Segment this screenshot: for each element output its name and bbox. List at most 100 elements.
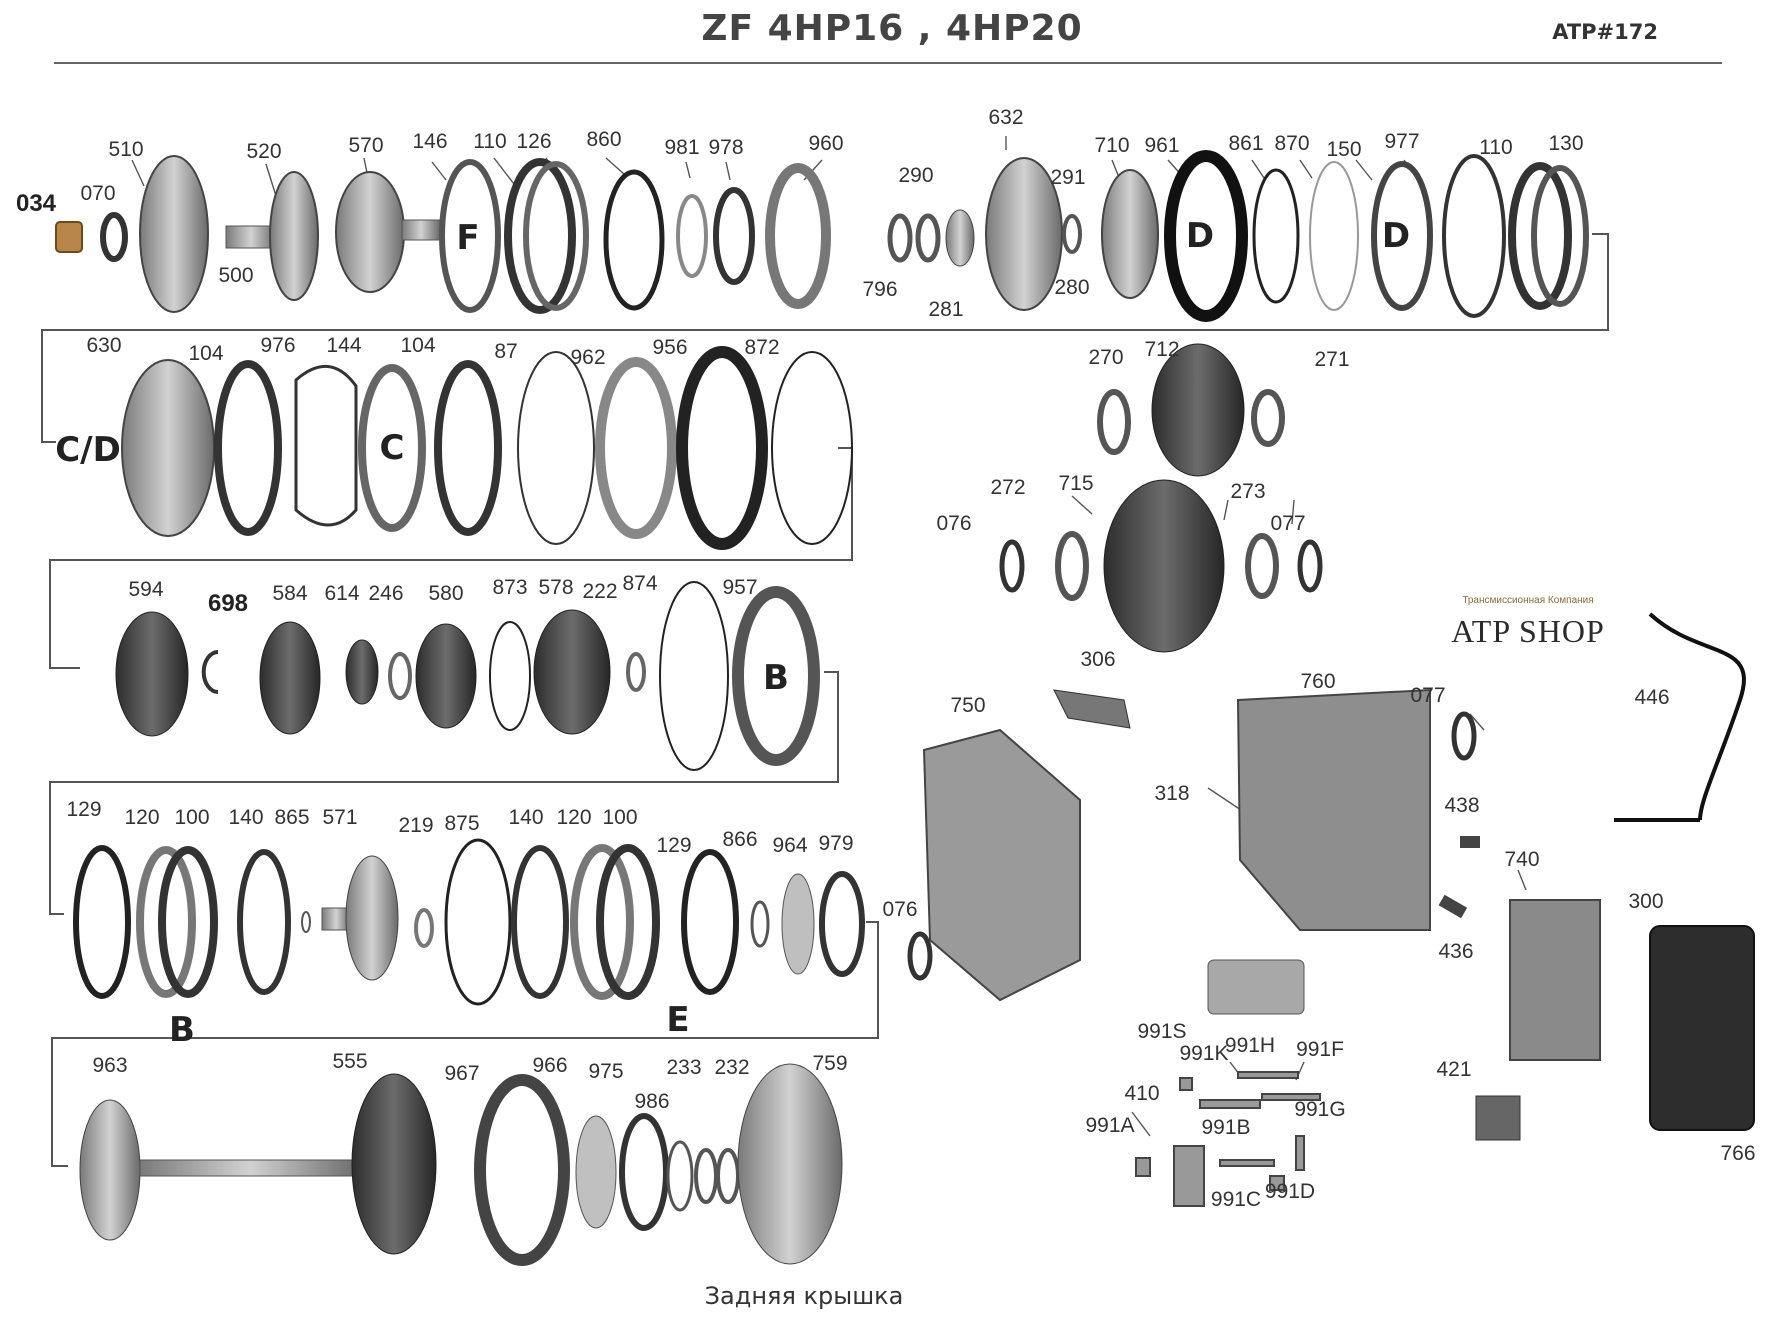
ring-986 <box>666 1140 694 1212</box>
part-label: 967 <box>444 1062 480 1085</box>
part-label: 076 <box>882 898 918 921</box>
cover-759 <box>737 1063 843 1265</box>
washer-246 <box>388 652 412 700</box>
part-label: 570 <box>348 134 384 157</box>
part-label: 120 <box>124 806 160 829</box>
part-label: 796 <box>862 278 898 301</box>
part-label: 962 <box>570 346 606 369</box>
part-label: 740 <box>1504 848 1540 871</box>
part-label: 875 <box>444 812 480 835</box>
pump-510 <box>139 155 209 313</box>
ring-860 <box>603 169 665 311</box>
part-label: 129 <box>656 834 692 857</box>
part-label: 865 <box>274 806 310 829</box>
cage-967 <box>474 1074 570 1266</box>
spring-976 <box>294 364 358 527</box>
part-label: 860 <box>586 128 622 151</box>
part-label: 960 <box>808 132 844 155</box>
part-label: 870 <box>1274 132 1310 155</box>
part-label: 421 <box>1436 1058 1472 1081</box>
shaft-555 <box>139 1159 361 1177</box>
part-label: 232 <box>714 1056 750 1079</box>
part-label: 076 <box>936 512 972 535</box>
part-label: 104 <box>188 342 224 365</box>
ring-865 <box>301 911 311 933</box>
spring-978 <box>713 187 755 285</box>
part-label: 104 <box>400 334 436 357</box>
sensor-436 <box>1438 894 1468 919</box>
logo-top-text: Трансмиссионная Компания <box>1462 595 1594 606</box>
plate-120b <box>570 844 634 1000</box>
part-label: 957 <box>722 576 758 599</box>
drum-555 <box>351 1073 437 1255</box>
clutch-letter: B <box>169 1010 195 1050</box>
part-label: 979 <box>818 832 854 855</box>
part-label: 126 <box>516 130 552 153</box>
seal-070 <box>100 212 128 262</box>
ring-874 <box>659 581 729 771</box>
plate-130 <box>1531 165 1589 307</box>
part-label: 110 <box>1479 136 1513 159</box>
plate-150 <box>1371 161 1433 311</box>
part-label: 866 <box>722 828 758 851</box>
part-label: 410 <box>1124 1082 1160 1105</box>
clutch-letter: F <box>456 218 480 258</box>
rear-cover-caption: Задняя крышка <box>704 1282 904 1310</box>
drum-570 <box>335 171 405 293</box>
part-label: 991S <box>1137 1020 1187 1043</box>
part-label: 873 <box>492 576 528 599</box>
title-divider <box>54 62 1722 64</box>
clutch-letter: C/D <box>55 430 121 470</box>
plate-110b <box>1508 162 1572 310</box>
part-label: 130 <box>1548 132 1584 155</box>
part-label: 991F <box>1296 1038 1344 1061</box>
clutch-letter: B <box>763 658 789 698</box>
bearing-271 <box>1251 389 1285 447</box>
case-760 <box>1236 688 1431 931</box>
ring-233 <box>694 1148 718 1204</box>
part-label: 129 <box>66 798 102 821</box>
bearing-273 <box>1245 533 1279 599</box>
ring-gear-594 <box>115 611 189 737</box>
part-label: 270 <box>1088 346 1124 369</box>
part-label: 436 <box>1438 940 1474 963</box>
plate-100b <box>596 844 660 1000</box>
part-label: 991B <box>1201 1116 1251 1139</box>
ring-872 <box>771 351 853 545</box>
part-label: 874 <box>622 572 658 595</box>
part-label: 861 <box>1228 132 1264 155</box>
part-label: 272 <box>990 476 1026 499</box>
part-label: 766 <box>1720 1142 1756 1165</box>
part-label: 222 <box>582 580 618 603</box>
part-label: 963 <box>92 1054 128 1077</box>
part-label: 978 <box>708 136 744 159</box>
part-label: 580 <box>428 582 464 605</box>
washer-219 <box>414 908 434 948</box>
part-label: 710 <box>1094 134 1130 157</box>
part-label: 281 <box>928 298 964 321</box>
plate-104b <box>434 360 502 536</box>
plate-140b <box>511 845 569 999</box>
part-label: 280 <box>1054 276 1090 299</box>
clip-698 <box>201 650 219 694</box>
piston-962 <box>595 357 677 539</box>
part-label: 306 <box>1080 648 1116 671</box>
part-label: 571 <box>322 806 358 829</box>
part-label: 976 <box>260 334 296 357</box>
plate-144 <box>358 364 426 532</box>
ring-873 <box>489 621 531 731</box>
part-label: 140 <box>228 806 264 829</box>
clutch-letter: C <box>379 428 405 468</box>
washer-964 <box>781 873 815 975</box>
part-label: 594 <box>128 578 164 601</box>
gear-710 <box>1101 169 1159 299</box>
part-label: 077 <box>1270 512 1306 535</box>
piston-960 <box>765 163 831 309</box>
part-label: 438 <box>1444 794 1480 817</box>
bushing-034 <box>55 221 83 253</box>
part-label: 140 <box>508 806 544 829</box>
part-label: 070 <box>80 182 116 205</box>
clutch-letter: D <box>1381 216 1411 256</box>
part-label: 146 <box>412 130 448 153</box>
shaft-570 <box>401 219 441 241</box>
